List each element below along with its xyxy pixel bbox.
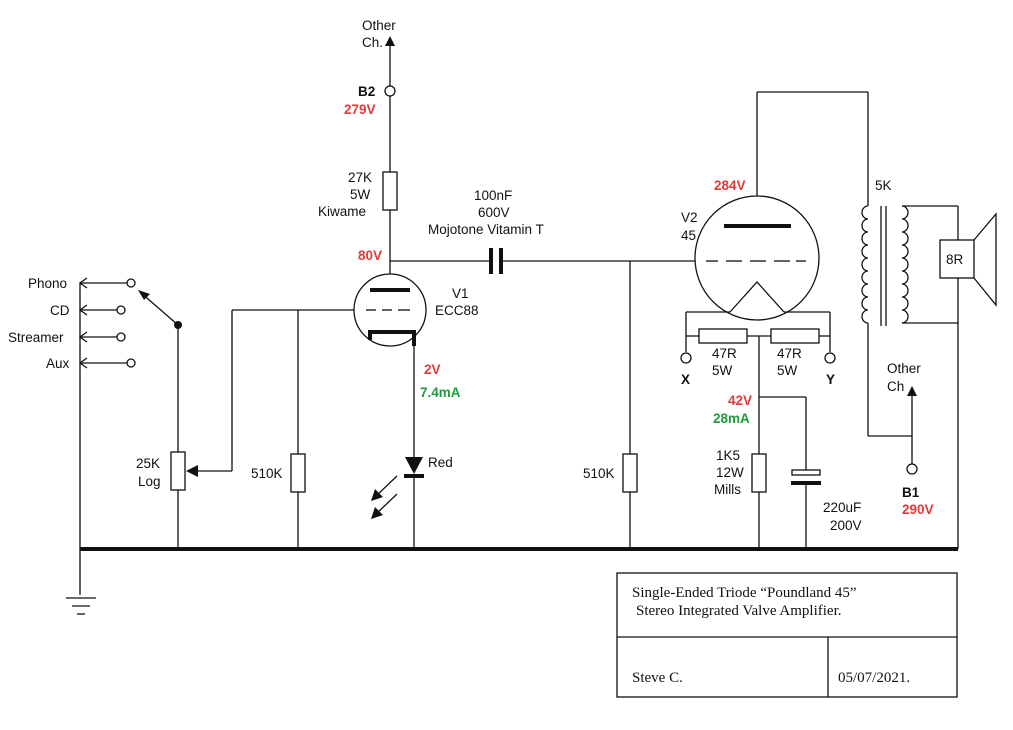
coupling-cap-value: 100nF [474,188,512,203]
ground-rail [66,547,958,615]
pot-label-value: 25K [136,456,160,471]
input-label-aux: Aux [46,356,70,371]
v2-cathode-bias [751,396,821,549]
filament-resistors [680,311,836,454]
resistor-1k5-watts: 12W [716,465,744,480]
tube-v2 [694,92,820,321]
input-selector [78,277,182,549]
input-label-phono: Phono [28,276,67,291]
resistor-1k5-brand: Mills [714,482,741,497]
terminal-x-label: X [681,372,690,387]
b2-voltage: 279V [344,102,376,117]
input-label-cd: CD [50,303,70,318]
pot-label-taper: Log [138,474,161,489]
coupling-cap-voltage: 600V [478,205,510,220]
output-transformer [757,91,959,549]
v1-cathode-led [371,346,424,549]
tube-v2-type: 45 [681,228,696,243]
input-label-streamer: Streamer [8,330,64,345]
resistor-47r-left-value: 47R [712,346,737,361]
bypass-cap-value: 220uF [823,500,861,515]
resistor-47r-left-watts: 5W [712,363,733,378]
other-ch-right-line2: Ch [887,379,904,394]
coupling-cap-brand: Mojotone Vitamin T [428,222,544,237]
title-line-2: Stereo Integrated Valve Amplifier. [636,603,842,619]
other-ch-top-line2: Ch. [362,35,383,50]
transformer-label: 5K [875,178,892,193]
other-ch-right-line1: Other [887,361,921,376]
bypass-cap-voltage: 200V [830,518,862,533]
volume-pot [170,309,362,549]
resistor-1k5-value: 1K5 [716,448,740,463]
resistor-510k-v1-label: 510K [251,466,283,481]
resistor-510k-v2-grid [622,261,638,549]
title-line-1: Single-Ended Triode “Poundland 45” [632,585,857,601]
v1-cathode-current: 7.4mA [420,385,461,400]
v1-cathode-voltage: 2V [424,362,441,377]
led-label: Red [428,455,453,470]
tube-v1-type: ECC88 [435,303,479,318]
resistor-47r-right-value: 47R [777,346,802,361]
b1-supply [906,386,918,475]
v2-cathode-current: 28mA [713,411,750,426]
tube-v2-name: V2 [681,210,698,225]
v1-plate-voltage: 80V [358,248,382,263]
title-author: Steve C. [632,670,683,686]
title-block [616,572,958,698]
b1-voltage: 290V [902,502,934,517]
tube-v1-name: V1 [452,286,469,301]
coupling-capacitor [390,248,706,274]
v2-cathode-voltage: 42V [728,393,752,408]
v2-plate-voltage: 284V [714,178,746,193]
v1-anode-circuit [382,36,398,274]
title-date: 05/07/2021. [838,670,910,686]
b2-node-name: B2 [358,84,375,99]
resistor-27k-value: 27K [348,170,372,185]
b1-node-name: B1 [902,485,920,500]
resistor-510k-v1-grid [290,310,306,549]
resistor-47r-right-watts: 5W [777,363,798,378]
resistor-27k-brand: Kiwame [318,204,366,219]
terminal-y-label: Y [826,372,835,387]
other-ch-top-line1: Other [362,18,396,33]
speaker [939,212,997,307]
resistor-27k-watts: 5W [350,187,371,202]
speaker-label: 8R [946,252,964,267]
resistor-510k-v2-label: 510K [583,466,615,481]
tube-v1 [353,273,427,347]
